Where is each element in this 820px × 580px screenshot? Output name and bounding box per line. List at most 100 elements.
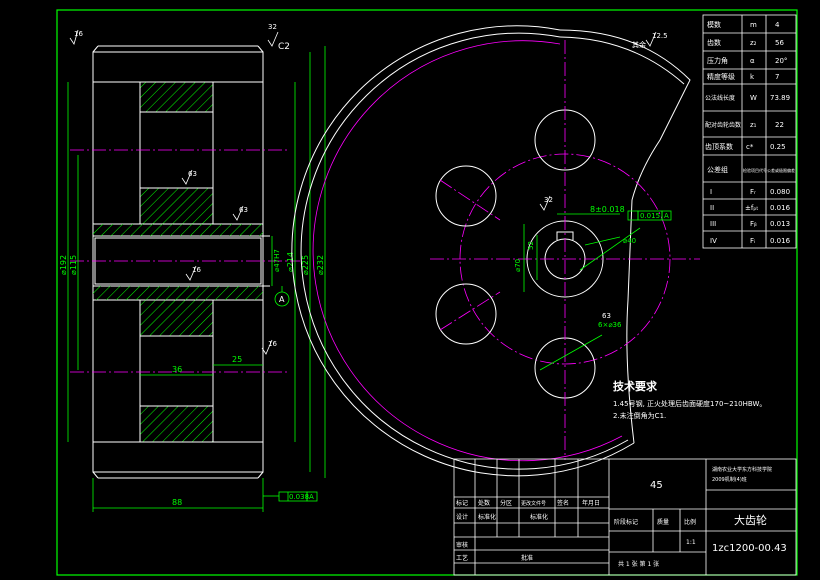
param-sym: z₂: [750, 39, 757, 47]
design-label: 设计: [456, 513, 468, 521]
dim-od-192: ⌀192: [59, 255, 68, 275]
material: 45: [650, 480, 663, 491]
rev-header: 签名: [557, 499, 569, 507]
dim-hub-36: 36: [172, 365, 182, 374]
param-val: 公差或极限偏差: [767, 167, 795, 173]
title-block: [453, 458, 797, 576]
tech-req-line-1: 1.45号钢, 正火处理后齿面硬度170~210HBW。: [613, 399, 766, 408]
param-table: [702, 14, 797, 249]
web-hatch-top-2: [139, 187, 214, 225]
web-hatch-top-1: [139, 81, 214, 113]
stage-label: 阶段标记: [614, 518, 638, 526]
rev-header: 年月日: [582, 499, 600, 507]
web-hatch-bot-1: [139, 299, 214, 337]
std2-label: 标准化: [530, 513, 548, 521]
dim-214: ⌀214: [286, 252, 295, 272]
param-name: IV: [710, 237, 717, 245]
weight-label: 质量: [657, 518, 669, 526]
runout-value: 0.038: [289, 493, 309, 501]
drawing-number: 1zc1200-00.43: [712, 543, 787, 554]
rev-header: 更改文件号: [521, 500, 546, 507]
param-name: II: [710, 204, 714, 212]
roughness-lower: 16: [268, 340, 277, 348]
param-sym: k: [750, 73, 755, 81]
roughness-bore: 16: [192, 266, 201, 274]
approve-label: 批准: [521, 554, 533, 562]
param-sym: Fᵢ: [750, 237, 755, 245]
tolerance-datum: A: [664, 212, 669, 220]
param-name: III: [710, 220, 716, 228]
front-view: [291, 25, 700, 477]
param-val: 0.25: [770, 143, 786, 151]
param-name: 公差组: [707, 165, 728, 174]
param-val: 22: [775, 121, 784, 129]
param-name: I: [710, 188, 712, 196]
school-name: 湖南农业大学东方科技学院: [712, 466, 772, 473]
param-sym: Fᵣ: [750, 188, 756, 196]
roughness-top-right: 32: [268, 23, 277, 31]
param-name: 齿顶系数: [705, 142, 733, 151]
review-label: 审核: [456, 541, 468, 549]
dim-width-88: 88: [172, 498, 182, 507]
param-val: 7: [775, 73, 779, 81]
param-sym: ±fₚₜ: [745, 204, 758, 212]
web-hatch-bot-2: [139, 405, 214, 443]
dim-bore-115: ⌀115: [69, 255, 78, 275]
dim-keyway-width: 8±0.018: [590, 205, 625, 214]
dim-bore-40: ⌀40: [623, 237, 636, 245]
roughness-top-note: 其余: [632, 40, 646, 49]
param-val: 56: [775, 39, 784, 47]
dim-bore-fit: ⌀47H7: [273, 249, 281, 272]
param-name: 公法线长度: [705, 94, 735, 102]
param-sym: z₁: [750, 121, 757, 129]
tolerance-value: 0.015: [640, 212, 660, 220]
param-sym: 检验项目代号: [743, 167, 767, 173]
param-name: 配对齿轮齿数: [705, 121, 741, 129]
param-val: 73.89: [770, 94, 790, 102]
param-val: 0.080: [770, 188, 790, 196]
param-sym: Fᵦ: [750, 220, 757, 228]
rev-header: 分区: [500, 499, 512, 507]
rev-header: 标记: [456, 499, 468, 507]
param-sym: m: [750, 21, 757, 29]
param-sym: α: [750, 57, 755, 65]
runout-datum: A: [309, 493, 314, 501]
scale-label: 比例: [684, 518, 696, 526]
gear-outline-arc: [291, 25, 635, 477]
param-name: 压力角: [707, 56, 728, 65]
tech-req-line-2: 2.未注倒角为C1.: [613, 411, 666, 420]
dim-hole-circle: 6×⌀36: [598, 321, 622, 329]
dim-25: 25: [232, 355, 242, 364]
lightening-hole: [435, 165, 497, 227]
param-val: 0.016: [770, 237, 791, 245]
drawing-frame: [56, 9, 798, 576]
chamfer-label: C2: [278, 42, 290, 52]
lightening-hole: [435, 283, 497, 345]
rev-header: 处数: [478, 499, 490, 507]
roughness-top-value: 12.5: [652, 32, 668, 40]
param-val: 0.016: [770, 204, 791, 212]
param-name: 齿数: [707, 38, 721, 47]
param-sym: c*: [746, 143, 754, 151]
roughness-keyway: 32: [544, 196, 553, 204]
param-name: 模数: [707, 20, 721, 29]
dim-keyway-depth: 52: [527, 241, 535, 250]
tech-req-title: 技术要求: [613, 379, 658, 393]
part-name: 大齿轮: [734, 513, 767, 527]
dim-232: ⌀232: [316, 255, 325, 275]
param-val: 0.013: [770, 220, 790, 228]
param-name: 精度等级: [707, 72, 735, 81]
section-view: [92, 45, 270, 479]
roughness-mid-1: 63: [188, 170, 197, 178]
roughness-hole: 63: [602, 312, 611, 320]
dim-rim-70: ⌀70: [514, 259, 522, 272]
process-label: 工艺: [456, 554, 468, 562]
roughness-top-left: 16: [74, 30, 83, 38]
dim-225: ⌀225: [301, 255, 310, 275]
class-name: 2009机制(4)班: [712, 476, 747, 483]
scale-value: 1:1: [686, 539, 696, 546]
param-val: 4: [775, 21, 780, 29]
datum-label: A: [279, 295, 285, 304]
sheet-info: 共 1 张 第 1 张: [618, 560, 659, 568]
